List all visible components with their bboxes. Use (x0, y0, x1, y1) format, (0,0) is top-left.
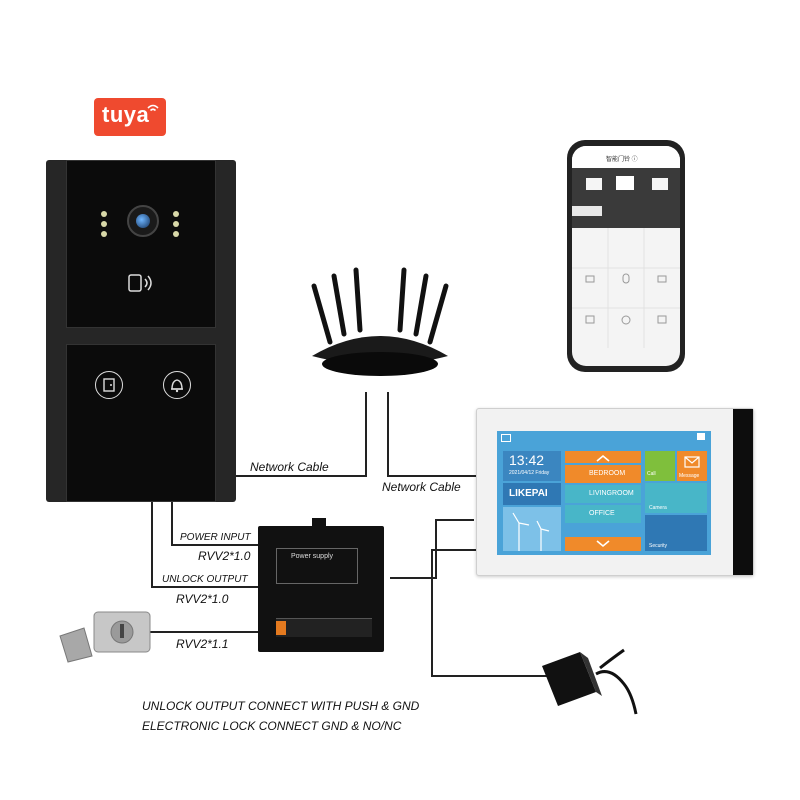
wind-turbine-icon (512, 512, 550, 551)
power-supply-label: Power supply (291, 553, 334, 560)
tuya-logo: tuya (94, 98, 166, 136)
unlock-output-wire (151, 502, 258, 588)
network-cable-label-right: Network Cable (382, 480, 461, 494)
indoor-monitor: 13:42 2021/04/12 Friday LIKEPAI BEDROOM … (476, 408, 754, 576)
chevron-down-icon (596, 540, 610, 548)
bell-icon (171, 379, 183, 393)
tile-security[interactable]: Security (645, 515, 707, 551)
room-label: OFFICE (589, 510, 615, 517)
smartphone: 智能门铃 ⓘ (567, 140, 685, 372)
doorbell-button-panel (66, 344, 216, 502)
tile-camera[interactable]: Camera (645, 483, 707, 513)
power-adapter (542, 648, 638, 715)
monitor-screen: 13:42 2021/04/12 Friday LIKEPAI BEDROOM … (497, 431, 711, 555)
tile-label: Camera (649, 505, 667, 511)
note-line-2: ELECTRONIC LOCK CONNECT GND & NO/NC (142, 719, 402, 733)
wifi-router (311, 267, 449, 376)
unlock-button[interactable] (95, 371, 123, 399)
brand-tile-text: LIKEPAI (509, 488, 548, 499)
tile-label: Message (679, 473, 700, 479)
unlock-output-label: UNLOCK OUTPUT (162, 574, 248, 585)
chevron-up-icon (596, 454, 610, 462)
rfid-card-icon (128, 274, 152, 292)
call-bell-button[interactable] (163, 371, 191, 399)
rvv-unlock-label: RVV2*1.0 (176, 592, 229, 606)
phone-header: 智能门铃 ⓘ (572, 146, 680, 169)
room-office[interactable]: OFFICE (565, 505, 641, 523)
note-line-1: UNLOCK OUTPUT CONNECT WITH PUSH & GND (142, 699, 420, 713)
terminal-block (276, 618, 372, 637)
phone-screen: 智能门铃 ⓘ (572, 146, 680, 366)
ir-led-right (173, 211, 181, 237)
tile-call[interactable]: Call (645, 451, 675, 481)
phone-camera-view (572, 168, 680, 228)
power-supply-sticker: Power supply (276, 548, 358, 584)
envelope-icon (684, 456, 700, 468)
tuya-logo-text: tuya (102, 102, 150, 127)
network-cable-doorbell (236, 392, 367, 477)
room-livingroom[interactable]: LIVINGROOM (565, 485, 641, 503)
power-supply-unit: Power supply (258, 518, 384, 652)
network-cable-label-left: Network Cable (250, 460, 329, 474)
tile-label: Call (647, 471, 656, 477)
phone-control-grid (572, 228, 680, 348)
phone-title: 智能门铃 ⓘ (606, 157, 638, 163)
screen-menu-icon[interactable] (501, 434, 511, 442)
door-icon (103, 378, 115, 392)
tile-message[interactable]: Message (677, 451, 707, 481)
room-label: BEDROOM (589, 470, 626, 477)
power-supply-mount-tab (312, 518, 326, 528)
wind-turbine-tile (503, 507, 561, 551)
brand-tile: LIKEPAI (503, 483, 561, 505)
power-input-wire (171, 502, 258, 546)
scroll-down-button[interactable] (565, 537, 641, 551)
monitor-to-adapter-wire (431, 549, 548, 677)
network-cable-monitor (387, 392, 480, 477)
room-label: LIVINGROOM (589, 490, 634, 497)
room-bedroom[interactable]: BEDROOM (565, 465, 641, 483)
rvv-lock-label: RVV2*1.1 (176, 637, 229, 651)
doorbell-unit (46, 160, 236, 502)
scroll-up-button[interactable] (565, 451, 641, 463)
wifi-mark-icon (147, 104, 159, 112)
wiring-notes: UNLOCK OUTPUT CONNECT WITH PUSH & GND EL… (142, 696, 562, 736)
clock-date: 2021/04/12 Friday (509, 470, 550, 476)
ir-led-left (101, 211, 109, 237)
screen-home-icon[interactable] (697, 433, 705, 440)
rvv-power-label: RVV2*1.0 (198, 549, 251, 563)
power-input-label: POWER INPUT (180, 532, 251, 543)
tile-label: Security (649, 543, 668, 549)
clock-tile: 13:42 2021/04/12 Friday (503, 451, 561, 481)
doorbell-camera-panel (66, 160, 216, 328)
camera-lens-icon (127, 205, 159, 237)
monitor-side-edge (733, 409, 753, 575)
electronic-lock (59, 611, 151, 663)
clock-time: 13:42 (509, 452, 545, 468)
